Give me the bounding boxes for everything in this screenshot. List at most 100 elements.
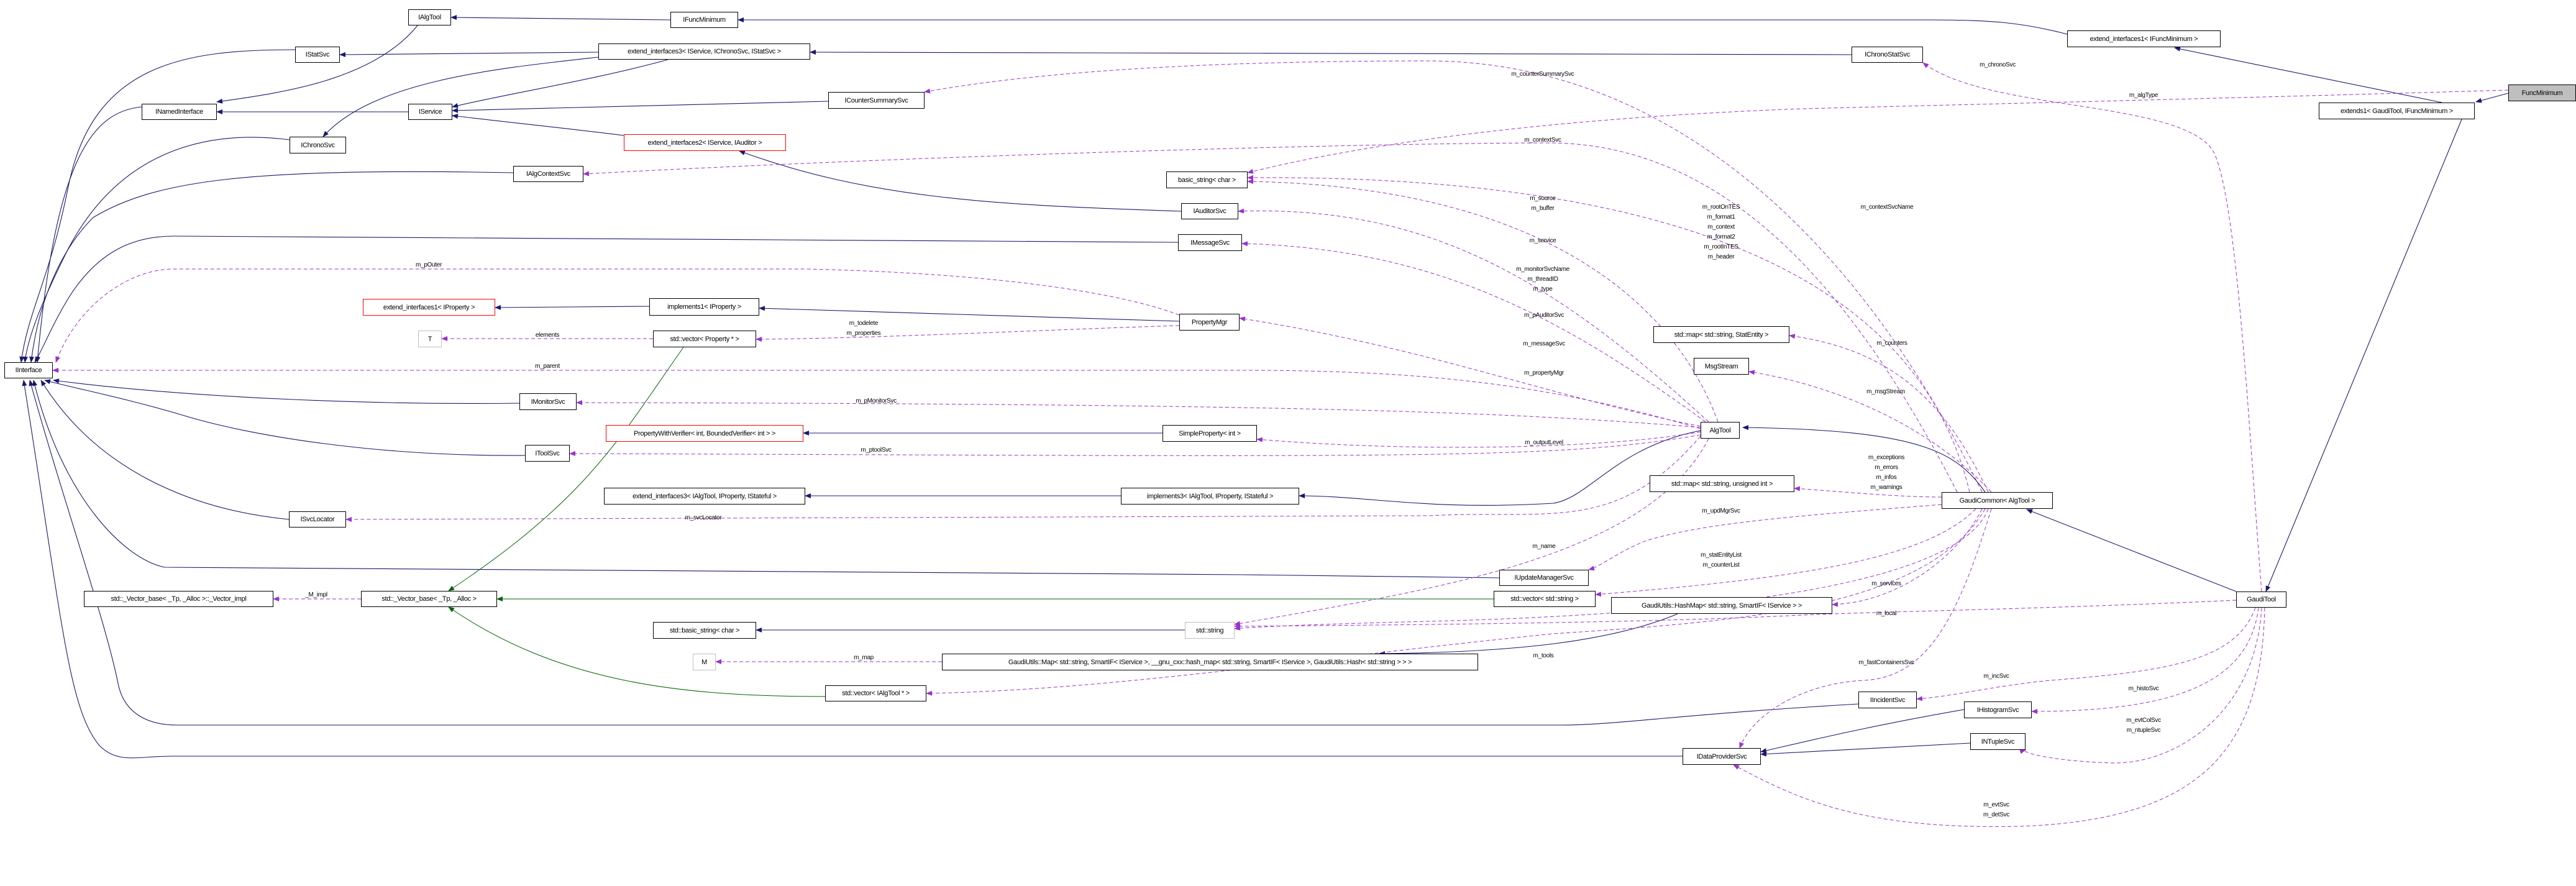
edge-label: m_buffer bbox=[1531, 205, 1555, 212]
edge-inherit bbox=[495, 304, 650, 310]
edge-label: m_messageSvc bbox=[1523, 340, 1565, 347]
node-ialgcontextsvc[interactable]: IAlgContextSvc bbox=[513, 166, 583, 182]
node-istatsvc[interactable]: IStatSvc bbox=[295, 47, 340, 63]
node-extend-interfaces1-iproperty[interactable]: extend_interfaces1< IProperty > bbox=[363, 299, 495, 316]
edge-usage bbox=[345, 436, 1701, 522]
node-vector-impl[interactable]: std::_Vector_base< _Tp, _Alloc >::_Vecto… bbox=[84, 591, 273, 607]
edge-inherit bbox=[339, 52, 599, 57]
edge-inherit bbox=[1742, 425, 1986, 493]
node-iupdatemanagersvc[interactable]: IUpdateManagerSvc bbox=[1499, 570, 1589, 586]
node-ichronosvc[interactable]: IChronoSvc bbox=[290, 137, 346, 153]
node-gaudiutils-map[interactable]: GaudiUtils::Map< std::string, SmartIF< I… bbox=[942, 654, 1478, 670]
edge-label: m_svcLocator bbox=[685, 514, 722, 521]
node-hashmap-services[interactable]: GaudiUtils::HashMap< std::string, SmartI… bbox=[1611, 597, 1832, 614]
node-vector-base[interactable]: std::_Vector_base< _Tp, _Alloc > bbox=[361, 591, 497, 607]
node-extend-interfaces3-ialgtool[interactable]: extend_interfaces3< IAlgTool, IProperty,… bbox=[604, 488, 805, 505]
edge-usage bbox=[1256, 431, 1701, 448]
edge-label: m_local bbox=[1876, 610, 1897, 617]
node-std-string[interactable]: std::string bbox=[1185, 622, 1235, 639]
node-vector-string[interactable]: std::vector< std::string > bbox=[1494, 591, 1596, 607]
node-std-basic-string-char[interactable]: std::basic_string< char > bbox=[653, 622, 756, 639]
edge-usage bbox=[926, 508, 1986, 696]
node-extend-interfaces2-iauditor[interactable]: extend_interfaces2< IService, IAuditor > bbox=[624, 134, 786, 151]
edge-usage bbox=[569, 434, 1701, 457]
node-gauditool[interactable]: GaudiTool bbox=[2236, 591, 2286, 608]
node-map-unsigned-int[interactable]: std::map< std::string, unsigned int > bbox=[1650, 475, 1794, 492]
node-iinterface[interactable]: IInterface bbox=[4, 362, 53, 378]
edge-inherit bbox=[1760, 709, 1965, 753]
edge-inherit bbox=[29, 171, 514, 363]
node-extends1-gauditool[interactable]: extends1< GaudiTool, IFuncMinimum > bbox=[2319, 103, 2475, 119]
node-ifuncminimum[interactable]: IFuncMinimum bbox=[670, 12, 738, 28]
node-propertywithverifier[interactable]: PropertyWithVerifier< int, BoundedVerifi… bbox=[606, 425, 803, 442]
edge-label: m_algType bbox=[2129, 92, 2158, 99]
node-simpleproperty-int[interactable]: SimpleProperty< int > bbox=[1162, 425, 1257, 442]
node-isvclocator[interactable]: ISvcLocator bbox=[289, 511, 346, 527]
edge-usage bbox=[1595, 508, 1976, 597]
node-ialgtool[interactable]: IAlgTool bbox=[408, 9, 451, 25]
node-msgstream[interactable]: MsgStream bbox=[1694, 358, 1749, 375]
edge-inherit bbox=[1379, 613, 1678, 656]
edge-usage bbox=[52, 368, 1701, 429]
edge-inherit bbox=[738, 17, 2068, 35]
node-imonitorsvc[interactable]: IMonitorSvc bbox=[519, 393, 577, 410]
edge-label: m_properties bbox=[846, 330, 881, 337]
edge-inherit bbox=[2026, 509, 2237, 592]
edge-inherit bbox=[216, 25, 418, 104]
node-imessagesvc[interactable]: IMessageSvc bbox=[1178, 234, 1242, 251]
edge-template bbox=[448, 347, 684, 591]
edge-inherit bbox=[322, 57, 599, 137]
edge-usage bbox=[1789, 334, 1989, 493]
node-iauditorsvc[interactable]: IAuditorSvc bbox=[1181, 203, 1238, 219]
node-icountersummarysvc[interactable]: ICounterSummarySvc bbox=[828, 92, 925, 109]
edge-label: m_warnings bbox=[1870, 484, 1902, 491]
node-ichronostatsvc[interactable]: IChronoStatSvc bbox=[1852, 47, 1923, 63]
edge-usage bbox=[1234, 600, 2237, 629]
edge-usage bbox=[1241, 241, 1706, 422]
edge-inherit bbox=[19, 49, 296, 363]
node-vector-ialgtool[interactable]: std::vector< IAlgTool * > bbox=[825, 685, 926, 701]
edge-usage bbox=[1247, 179, 1719, 422]
node-gaudicommon-algtool[interactable]: GaudiCommon< AlgTool > bbox=[1942, 492, 2053, 509]
edge-label: m_contextSvc bbox=[1524, 137, 1561, 144]
node-extend-interfaces1-ifuncminimum[interactable]: extend_interfaces1< IFuncMinimum > bbox=[2067, 30, 2221, 47]
edge-inherit bbox=[35, 106, 142, 363]
edge-label: m_map bbox=[854, 654, 874, 661]
edge-usage bbox=[1238, 208, 1709, 422]
edge-label: m_name bbox=[1532, 543, 1556, 550]
edge-label: m_contextSvcName bbox=[1860, 204, 1914, 211]
edge-label: m_source bbox=[1530, 195, 1556, 202]
node-implements3-ialgtool[interactable]: implements3< IAlgTool, IProperty, IState… bbox=[1121, 488, 1299, 505]
node-propertymgr[interactable]: PropertyMgr bbox=[1179, 314, 1240, 331]
node-ihistogramsvc[interactable]: IHistogramSvc bbox=[1964, 701, 2032, 718]
edge-label: m_rootInTES bbox=[1704, 244, 1738, 250]
node-basic-string-char[interactable]: basic_string< char > bbox=[1166, 171, 1248, 188]
node-iservice[interactable]: IService bbox=[408, 104, 452, 120]
edge-label: m_service bbox=[1529, 237, 1556, 244]
node-vector-property[interactable]: std::vector< Property * > bbox=[653, 331, 756, 347]
edge-label: m_todelete bbox=[849, 320, 879, 327]
edge-label: m_type bbox=[1533, 286, 1553, 293]
node-itoolsvc[interactable]: IToolSvc bbox=[525, 445, 570, 462]
node-t[interactable]: T bbox=[418, 331, 442, 347]
edge-inherit bbox=[2265, 119, 2462, 592]
edge-template bbox=[448, 606, 826, 697]
edge-label: m_counterSummarySvc bbox=[1511, 71, 1574, 78]
edge-usage bbox=[2031, 607, 2259, 714]
node-extend-interfaces3-iservice[interactable]: extend_interfaces3< IService, IChronoSvc… bbox=[598, 43, 810, 60]
node-funcminimum[interactable]: FuncMinimum bbox=[2508, 84, 2576, 101]
node-algtool[interactable]: AlgTool bbox=[1701, 422, 1740, 439]
node-m[interactable]: M bbox=[693, 654, 716, 670]
node-inamedinterface[interactable]: INamedInterface bbox=[142, 104, 217, 120]
edge-label: m_outputLevel bbox=[1525, 439, 1563, 446]
node-iincidentsvc[interactable]: IIncidentSvc bbox=[1858, 692, 1917, 708]
edge-inherit bbox=[2475, 93, 2509, 103]
edge-inherit bbox=[40, 380, 290, 520]
edge-label: m_tools bbox=[1533, 652, 1554, 659]
node-implements1-iproperty[interactable]: implements1< IProperty > bbox=[649, 298, 759, 316]
edge-label: m_evtSvc bbox=[1983, 802, 2009, 808]
node-intuplesvc[interactable]: INTupleSvc bbox=[1970, 733, 2026, 750]
node-map-statentity[interactable]: std::map< std::string, StatEntity > bbox=[1653, 326, 1789, 343]
node-idataprovidersvc[interactable]: IDataProviderSvc bbox=[1683, 748, 1761, 765]
edge-usage bbox=[1832, 508, 1983, 607]
